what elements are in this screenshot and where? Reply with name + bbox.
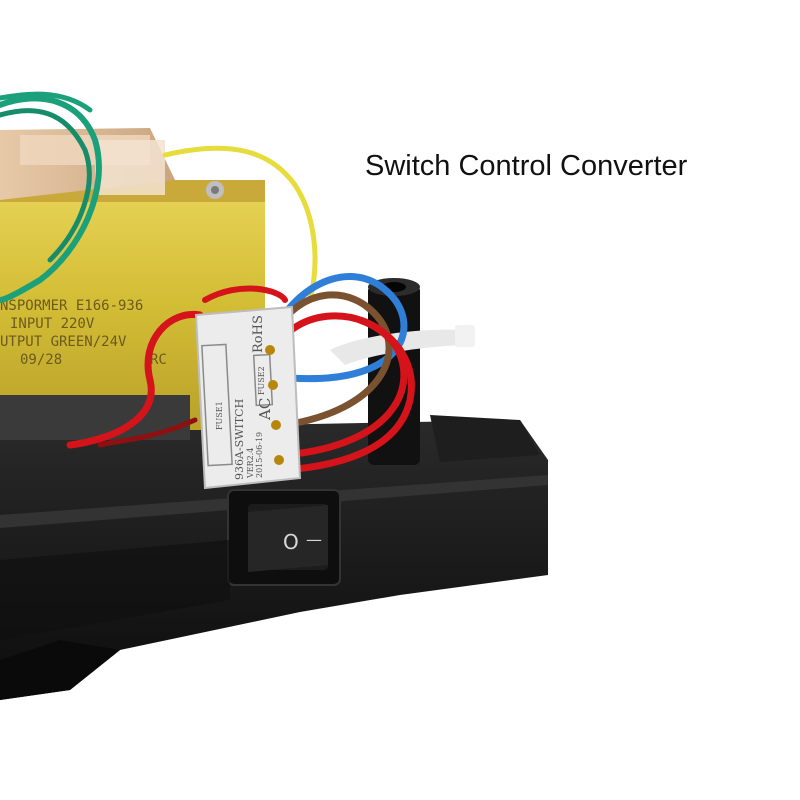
switch-pcb: RoHS FUSE2 AC FUSE1 936A-SWITCH VER2.4 2… [194, 305, 302, 490]
wire-harness-top [0, 91, 318, 303]
board-model-label: 936A-SWITCH [233, 399, 246, 480]
board-date-label: 2015-06-19 [255, 432, 264, 478]
rocker-switch[interactable]: O — [227, 489, 341, 586]
transformer-label-line3: UTPUT GREEN/24V [0, 334, 127, 350]
wire-harness-board [66, 273, 415, 474]
product-caption: Switch Control Converter [365, 150, 688, 182]
switch-on-symbol: — [306, 530, 322, 549]
transformer-label-line5: RC [150, 352, 167, 368]
switch-off-symbol: O [283, 530, 299, 554]
board-fuse1-label: FUSE1 [215, 401, 224, 430]
board-fuse2-label: FUSE2 [257, 366, 266, 395]
transformer-label-line1: NSPORMER E166-936 [0, 298, 143, 314]
board-ac-label: AC [256, 398, 274, 421]
transformer-label-line4: 09/28 [20, 352, 62, 368]
transformer-label-line2: INPUT 220V [10, 316, 95, 332]
board-rohs-label: RoHS [251, 315, 266, 353]
board-version-label: VER2.4 [246, 448, 255, 479]
housing-shadow [0, 540, 230, 640]
